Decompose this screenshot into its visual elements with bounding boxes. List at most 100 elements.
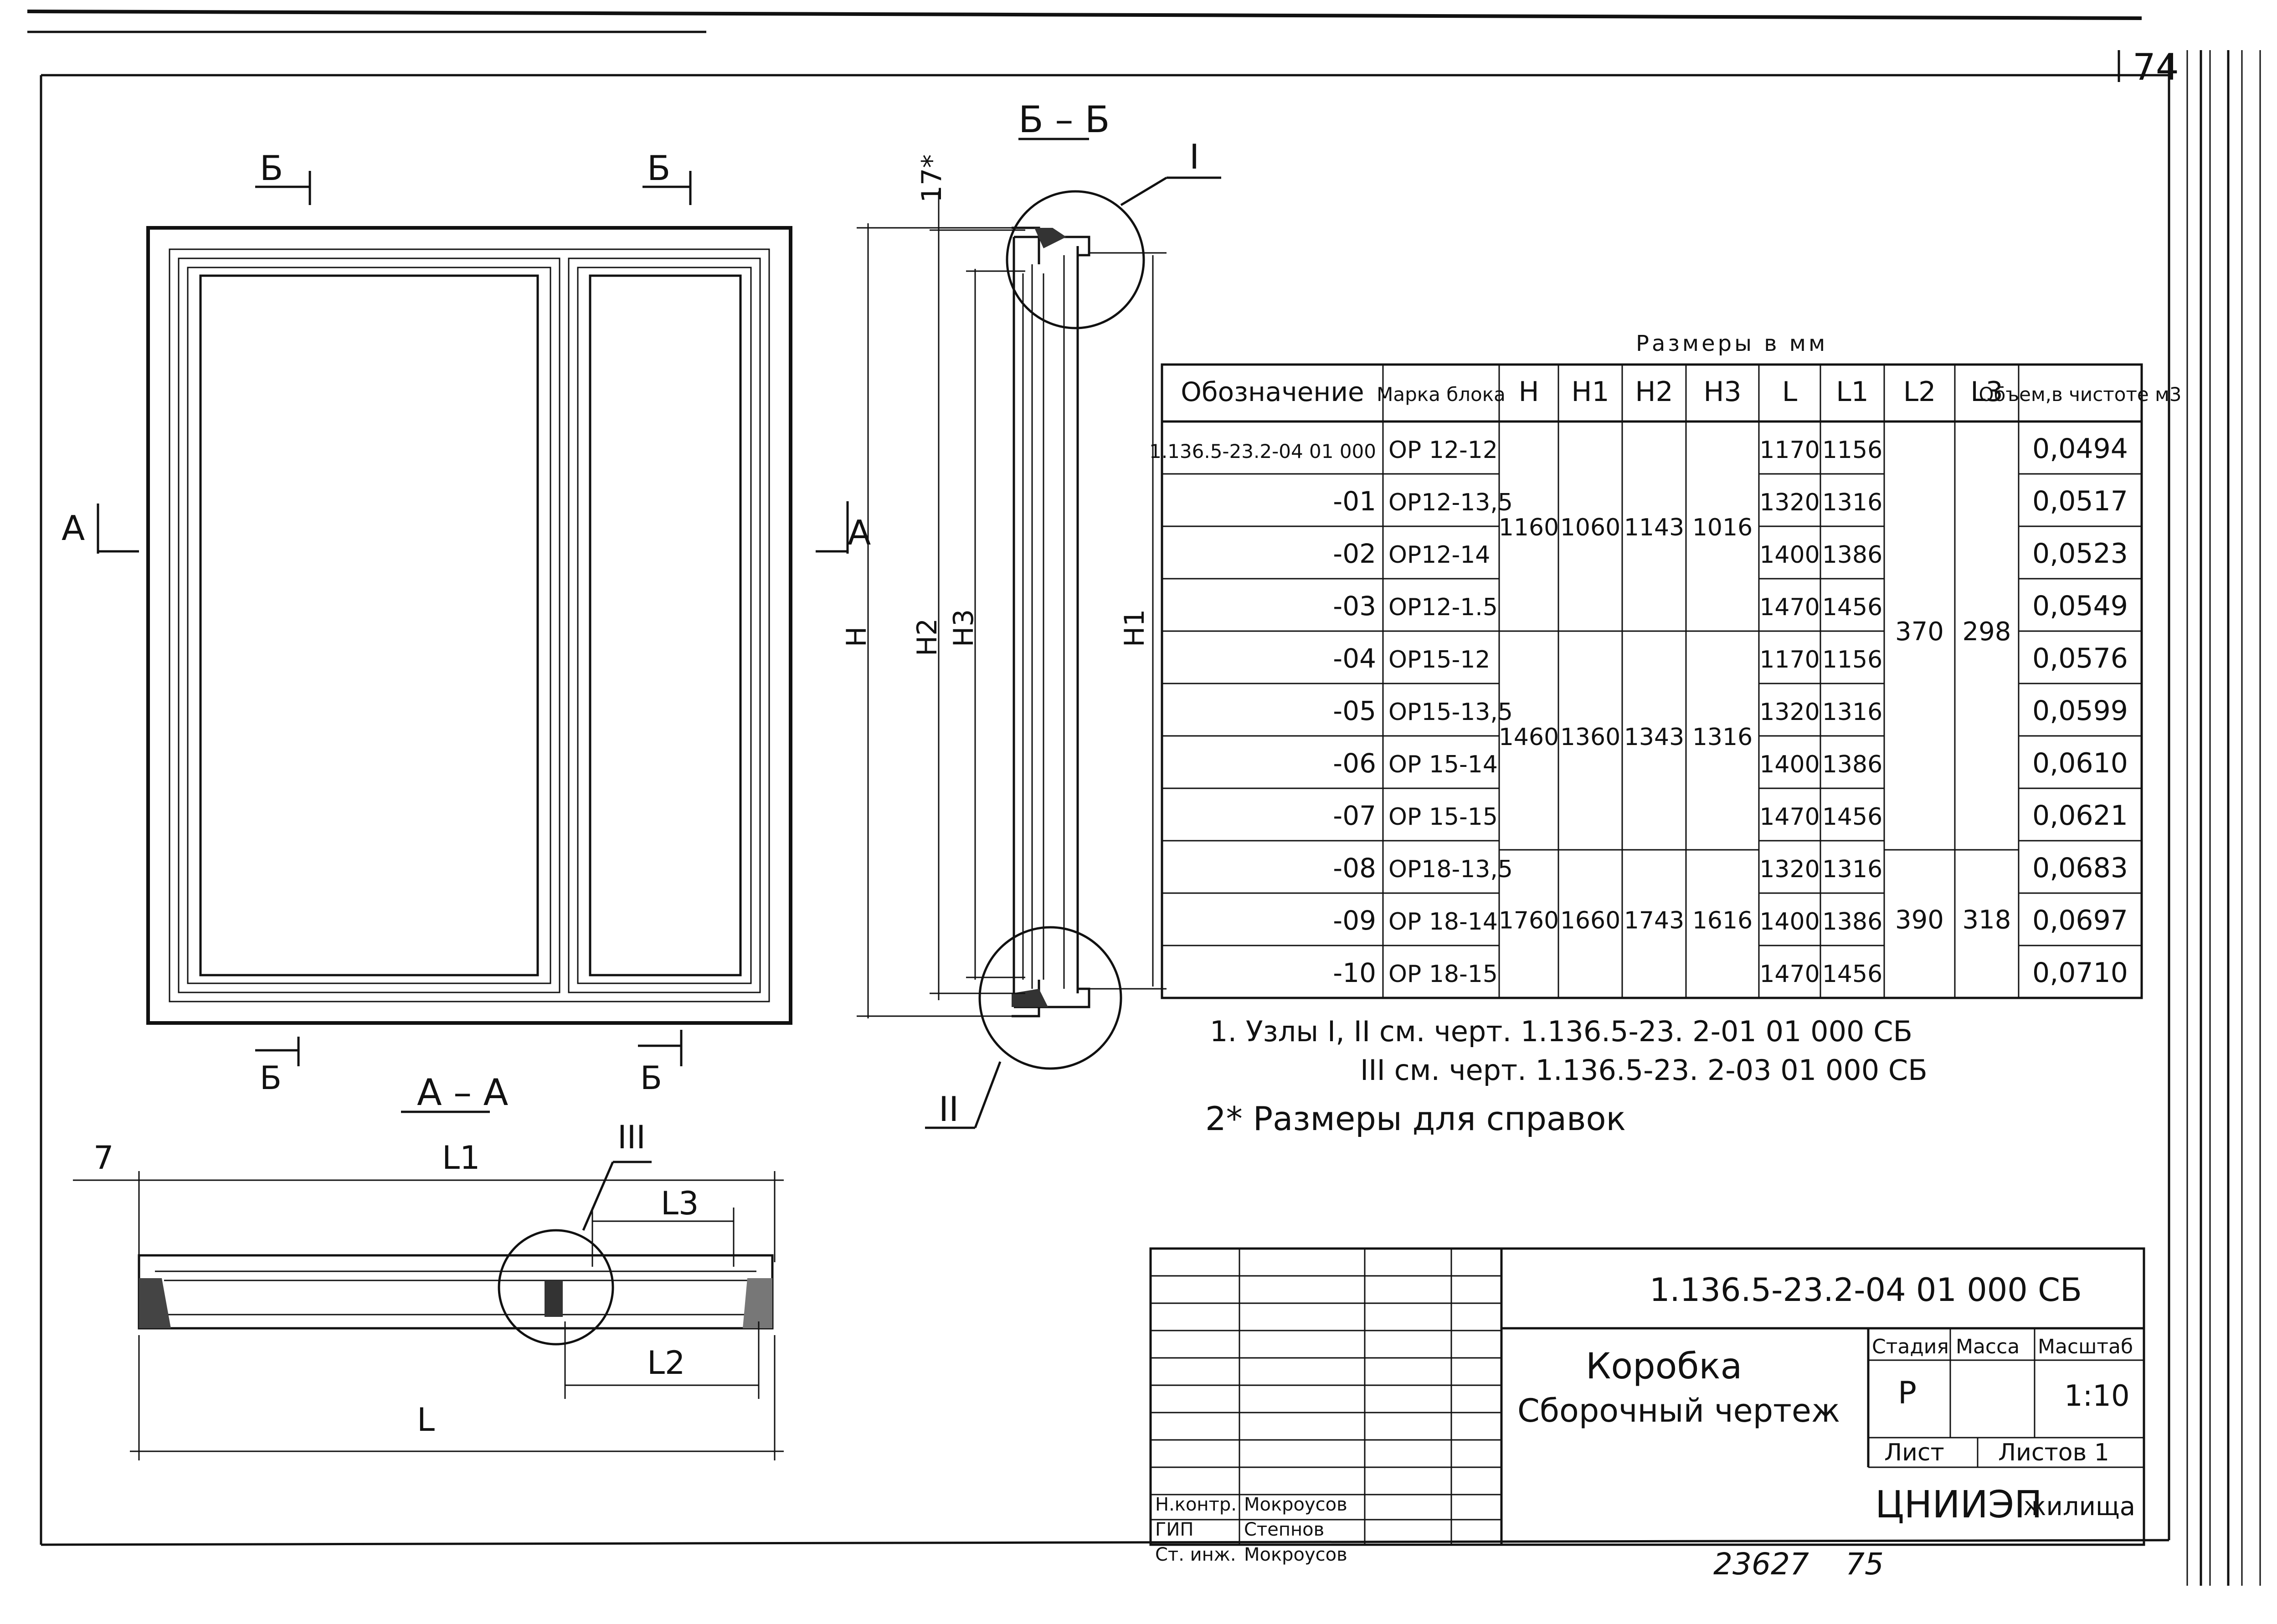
cut-label-b-top-right: Б xyxy=(647,148,670,188)
table-cell: 1470 xyxy=(1759,961,1820,988)
table-cell: -09 xyxy=(1333,905,1376,936)
table-cell: 1386 xyxy=(1822,541,1882,569)
node-label-1: I xyxy=(1189,137,1199,177)
sign-role: ГИП xyxy=(1155,1519,1193,1540)
table-cell: 0,0576 xyxy=(2032,642,2128,674)
table-cell: -06 xyxy=(1333,748,1376,779)
doc-code: 1.136.5-23.2-04 01 000 СБ xyxy=(1650,1271,2082,1309)
table-cell: 0,0549 xyxy=(2032,590,2128,622)
table-cell: ОР 18-14 xyxy=(1388,908,1498,935)
note-1a: 1. Узлы I, II см. черт. 1.136.5-23. 2-01… xyxy=(1210,1015,1912,1048)
scale-label: Масштаб xyxy=(2038,1335,2133,1358)
scale-value: 1:10 xyxy=(2064,1379,2130,1413)
node-label-2: II xyxy=(939,1089,959,1129)
table-cell: 1320 xyxy=(1759,489,1820,516)
table-cell: 1386 xyxy=(1822,751,1882,778)
cut-label-b-bottom-right: Б xyxy=(640,1059,662,1097)
table-cell-merged: 1660 xyxy=(1560,907,1620,935)
table-cell: ОР 12-12 xyxy=(1388,437,1498,464)
table-cell: ОР 15-15 xyxy=(1388,803,1498,831)
section-aa xyxy=(73,1110,784,1460)
table-cell: 0,0683 xyxy=(2032,852,2128,884)
table-header-cell: L xyxy=(1782,376,1798,408)
table-header-cell: L2 xyxy=(1903,376,1936,408)
table-cell: 1400 xyxy=(1759,908,1820,935)
table-cell: 1316 xyxy=(1822,489,1882,516)
table-cell: 0,0523 xyxy=(2032,538,2128,570)
dim-17: 17* xyxy=(916,154,948,203)
inventory-number: 23627 xyxy=(1713,1547,1809,1582)
table-cell: 1456 xyxy=(1822,803,1882,831)
doc-name-line1: Коробка xyxy=(1586,1346,1742,1387)
table-cell: 0,0697 xyxy=(2032,905,2128,936)
table-cell-merged: 1316 xyxy=(1692,724,1753,751)
table-cell-merged: 1460 xyxy=(1499,724,1559,751)
table-cell-merged: 1743 xyxy=(1624,907,1684,935)
table-cell-merged: 1060 xyxy=(1560,514,1620,541)
table-cell: 1320 xyxy=(1759,856,1820,883)
table-cell: ОР 15-14 xyxy=(1388,751,1498,778)
doc-name-line2: Сборочный чертеж xyxy=(1517,1392,1840,1429)
table-cell: 1386 xyxy=(1822,908,1882,935)
sign-name: Мокроусов xyxy=(1244,1544,1347,1565)
table-cell-merged: 318 xyxy=(1963,905,2011,935)
table-cell: 1156 xyxy=(1822,437,1882,464)
table-cell-merged: 1616 xyxy=(1692,907,1753,935)
table-cell: -04 xyxy=(1333,643,1376,674)
table-cell: ОР12-14 xyxy=(1388,541,1490,569)
dim-h2: H2 xyxy=(911,618,943,656)
section-bb xyxy=(857,138,1221,1129)
dim-h1: H1 xyxy=(1119,609,1151,647)
table-cell-merged: 298 xyxy=(1963,617,2011,647)
dim-l1: L1 xyxy=(442,1139,480,1177)
org-left: ЦНИИЭП xyxy=(1875,1483,2042,1526)
table-cell: 0,0710 xyxy=(2032,957,2128,989)
title-block xyxy=(1149,1247,2145,1546)
table-cell: 0,0494 xyxy=(2032,433,2128,465)
table-cell-merged: 1160 xyxy=(1499,514,1559,541)
note-1b: III см. черт. 1.136.5-23. 2-03 01 000 СБ xyxy=(1360,1054,1927,1087)
table-cell-merged: 1760 xyxy=(1499,907,1559,935)
table-cell-merged: 1360 xyxy=(1560,724,1620,751)
table-cell: 0,0517 xyxy=(2032,485,2128,517)
sign-role: Н.контр. xyxy=(1155,1494,1237,1515)
stage-label: Стадия xyxy=(1872,1335,1949,1358)
table-cell: -05 xyxy=(1333,695,1376,726)
table-cell: -10 xyxy=(1333,957,1376,988)
table-header-cell: L1 xyxy=(1836,376,1869,408)
table-cell: 1320 xyxy=(1759,699,1820,726)
table-cell: -03 xyxy=(1333,591,1376,622)
table-cell-merged: 1343 xyxy=(1624,724,1684,751)
table-header-cell: H xyxy=(1518,376,1539,408)
table-cell: 1316 xyxy=(1822,856,1882,883)
note-2: 2* Размеры для справок xyxy=(1205,1100,1626,1138)
table-cell: 1470 xyxy=(1759,803,1820,831)
org-right: жилища xyxy=(2023,1492,2135,1521)
footer-page: 75 xyxy=(1845,1547,1884,1582)
table-cell: -08 xyxy=(1333,853,1376,884)
table-cell: 1156 xyxy=(1822,646,1882,673)
table-cell-merged: 1143 xyxy=(1624,514,1684,541)
table-header-cell: H2 xyxy=(1635,376,1673,408)
table-cell: ОР 18-15 xyxy=(1388,961,1498,988)
table-cell: -07 xyxy=(1333,800,1376,831)
table-header-cell: H1 xyxy=(1571,376,1609,408)
table-header-cell: H3 xyxy=(1703,376,1741,408)
table-cell: ОР12-1.5 xyxy=(1388,594,1498,621)
cut-label-b-top-left: Б xyxy=(260,148,283,188)
cut-label-a-left: А xyxy=(62,508,85,548)
sheets-label: Листов 1 xyxy=(1998,1439,2109,1466)
table-cell: 1400 xyxy=(1759,751,1820,778)
table-cell: 1456 xyxy=(1822,594,1882,621)
stage-value: Р xyxy=(1898,1375,1917,1411)
sheet-label: Лист xyxy=(1884,1439,1944,1466)
table-cell: 0,0621 xyxy=(2032,800,2128,832)
table-cell-merged: 370 xyxy=(1895,617,1944,647)
table-cell: ОР12-13,5 xyxy=(1388,489,1513,516)
table-caption: Размеры в мм xyxy=(1636,331,1828,356)
section-aa-title: А – А xyxy=(417,1071,509,1114)
node-label-3: III xyxy=(617,1119,646,1156)
